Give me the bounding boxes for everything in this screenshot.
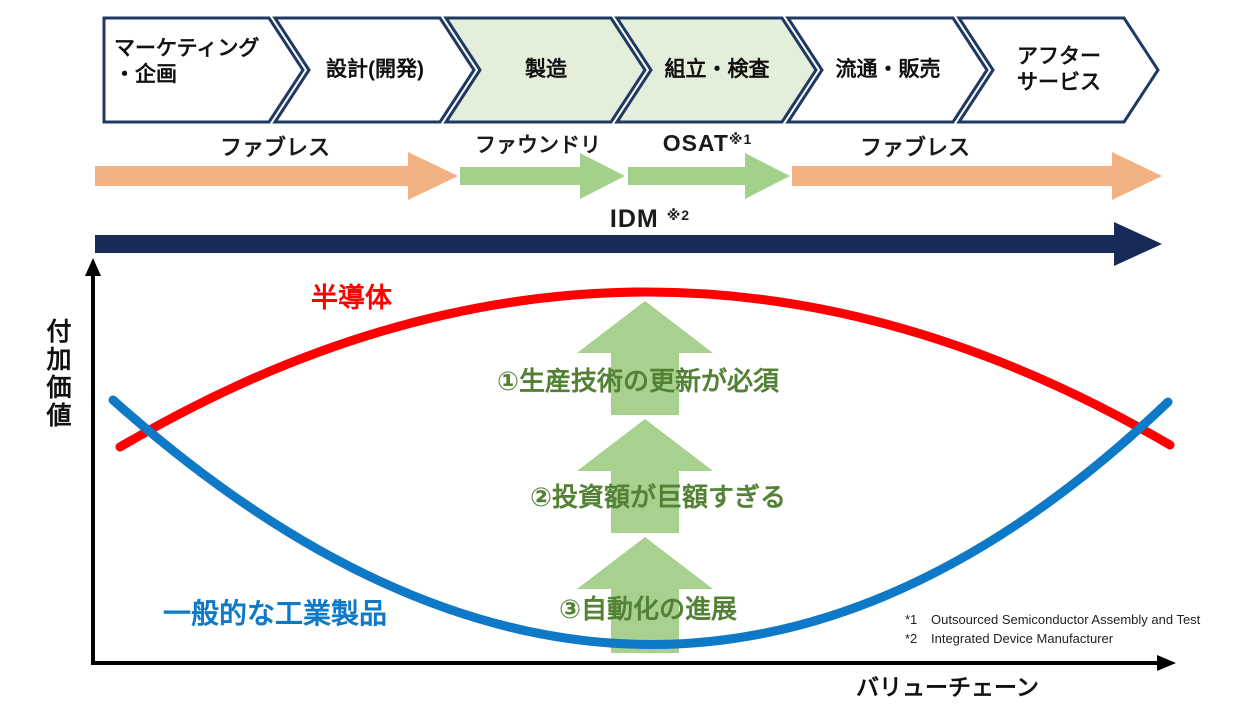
footnote-2-text: Integrated Device Manufacturer xyxy=(931,631,1114,646)
chart-axes xyxy=(91,274,1158,665)
y-axis-label: 付加価値 xyxy=(43,318,71,430)
chevron-manufacturing xyxy=(443,16,647,124)
y-axis-arrowhead xyxy=(85,258,101,276)
osat-note-ref: ※1 xyxy=(728,131,753,147)
annotation-1: ①生産技術の更新が必須 xyxy=(496,366,779,396)
osat-arrow xyxy=(628,153,790,199)
fabless-right-arrow xyxy=(792,152,1162,200)
block-arrow-2 xyxy=(577,419,713,533)
chevron-marketing xyxy=(102,16,305,124)
annotation-2: ②投資額が巨額すぎる xyxy=(529,482,786,512)
segment-label-fabless-right: ファブレス xyxy=(859,135,970,160)
foundry-arrow xyxy=(460,153,625,199)
idm-text: IDM xyxy=(609,205,659,233)
x-axis-label: バリューチェーン xyxy=(856,674,1039,700)
segment-arrows xyxy=(95,152,1162,200)
chevron-label-distribution: 流通・販売 xyxy=(835,58,941,81)
chevron-label-design: 設計(開発) xyxy=(326,58,424,81)
semiconductor-curve-label: 半導体 xyxy=(311,283,392,313)
semiconductor-curve xyxy=(115,287,1175,452)
chevron-distribution xyxy=(785,16,989,124)
block-arrow-3 xyxy=(577,537,713,653)
footnotes: *1 Outsourced Semiconductor Assembly and… xyxy=(905,610,1235,648)
chevron-label-manufacturing: 製造 xyxy=(525,58,567,81)
industrial-products-curve xyxy=(108,395,1173,649)
x-axis-arrowhead xyxy=(1157,655,1176,671)
segment-label-foundry: ファウンドリ xyxy=(475,134,601,157)
chevron-assembly-test xyxy=(614,16,818,124)
industrial-curve-label: 一般的な工業製品 xyxy=(163,598,388,629)
chevron-design xyxy=(272,16,476,124)
block-arrows xyxy=(577,301,713,653)
chevron-label-marketing: マーケティング ・企画 xyxy=(114,37,260,86)
footnote-2-marker: *2 xyxy=(905,631,918,646)
chevron-after-service xyxy=(956,16,1160,124)
chevron-label-assembly-test: 組立・検査 xyxy=(664,58,770,81)
footnote-1: *1 Outsourced Semiconductor Assembly and… xyxy=(905,610,1235,629)
idm-label: IDM ※2 xyxy=(565,205,735,234)
segment-label-osat: OSAT※1 xyxy=(630,130,785,157)
annotation-3: ③自動化の進展 xyxy=(558,594,737,624)
footnote-1-marker: *1 xyxy=(905,612,918,627)
idm-note-ref: ※2 xyxy=(666,207,691,223)
fabless-left-arrow xyxy=(95,152,458,200)
segment-label-fabless-left: ファブレス xyxy=(219,135,330,160)
footnote-1-text: Outsourced Semiconductor Assembly and Te… xyxy=(931,612,1201,627)
process-chevrons xyxy=(102,16,1160,124)
osat-text: OSAT xyxy=(662,130,729,156)
chevron-label-after-service: アフター サービス xyxy=(1017,45,1101,94)
block-arrow-1 xyxy=(577,301,713,415)
idm-arrow xyxy=(95,222,1162,266)
footnote-2: *2 Integrated Device Manufacturer xyxy=(905,629,1235,648)
